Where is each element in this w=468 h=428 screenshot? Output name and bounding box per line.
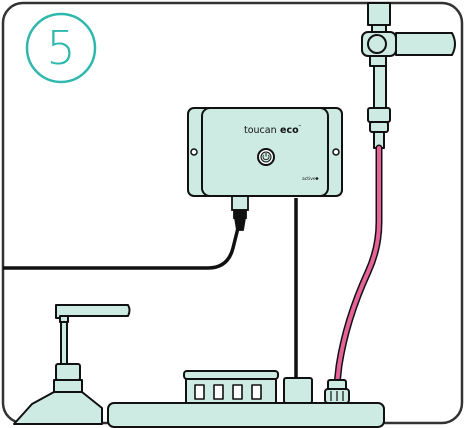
device-model: eco — [280, 125, 299, 136]
tap-handle — [395, 32, 456, 56]
tank-body — [107, 402, 385, 428]
sensor-block — [283, 377, 313, 404]
tap-outlet-pipe — [373, 65, 387, 111]
cap-grip-1 — [194, 384, 205, 400]
hose-connector-bottom — [369, 121, 389, 133]
toucan-eco-device: toucan eco ™ active — [187, 107, 343, 197]
device-brand: toucan — [244, 125, 277, 136]
plug-tail — [233, 217, 247, 231]
hose-connector-top — [367, 107, 391, 123]
pink-water-hose — [333, 144, 383, 388]
pump-collar — [55, 363, 81, 381]
tap-valve-knob — [367, 34, 387, 54]
cap-grip-2 — [213, 384, 224, 400]
solution-tank — [107, 370, 385, 428]
power-plug — [231, 193, 249, 231]
mount-screw-right — [332, 148, 340, 156]
step-badge: 5 — [25, 12, 97, 84]
status-led — [315, 177, 319, 180]
mount-screw-left — [190, 148, 198, 156]
tap-outlet-nut — [369, 55, 387, 67]
cap-grip-4 — [251, 384, 262, 400]
status-label: active — [302, 176, 316, 182]
tap-pipe-top — [367, 2, 391, 26]
tank-cap-top — [183, 370, 279, 380]
cap-grip-3 — [232, 384, 243, 400]
plug-ridges — [233, 209, 247, 219]
power-cable — [3, 227, 240, 270]
power-icon[interactable] — [257, 148, 275, 166]
bottle-body — [13, 391, 103, 425]
step-badge-circle — [25, 12, 97, 84]
bottle-neck — [53, 379, 83, 393]
device-trademark: ™ — [298, 124, 302, 129]
step-number: 5 — [46, 21, 75, 75]
wall-tap — [361, 2, 456, 149]
soap-dispenser — [13, 304, 131, 425]
pump-stem — [60, 321, 68, 369]
